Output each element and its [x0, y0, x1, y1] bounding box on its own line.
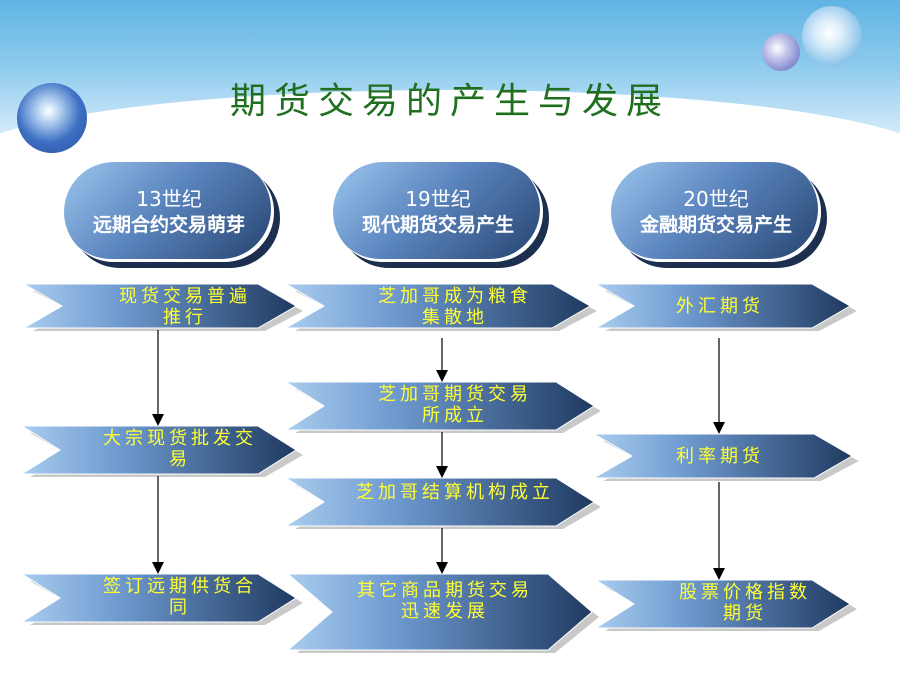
era-pill-13th-century: 13世纪 远期合约交易萌芽: [64, 162, 274, 262]
era-caption: 金融期货交易产生: [639, 214, 792, 236]
decorative-orb-left: [17, 83, 87, 153]
step-label: 股票价格指数期货: [679, 582, 811, 624]
era-year: 20世纪: [683, 187, 749, 211]
decorative-orb-right-small: [762, 33, 800, 71]
step-label: 现货交易普遍推行: [119, 286, 251, 328]
decorative-orb-right-large: [802, 6, 862, 66]
step-label: 芝加哥结算机构成立: [356, 482, 554, 503]
slide-title: 期货交易的产生与发展: [229, 81, 670, 122]
step-arrow: [592, 433, 859, 481]
step-arrow: [20, 573, 303, 625]
step-label: 利率期货: [676, 446, 764, 467]
era-caption: 现代期货交易产生: [361, 214, 514, 236]
step-arrow: [286, 573, 599, 653]
step-label: 大宗现货批发交易: [103, 428, 257, 470]
era-pill-19th-century: 19世纪 现代期货交易产生: [333, 162, 543, 262]
step-label: 外汇期货: [676, 296, 764, 317]
step-arrow: [594, 283, 857, 331]
step-label: 签订远期供货合同: [103, 576, 257, 618]
step-arrow: [20, 425, 303, 477]
step-arrow: [284, 283, 597, 331]
step-label: 其它商品期货交易迅速发展: [357, 580, 533, 622]
step-arrow: [284, 381, 601, 433]
era-pill-20th-century: 20世纪 金融期货交易产生: [611, 162, 821, 262]
step-arrow: [594, 579, 857, 631]
era-caption: 远期合约交易萌芽: [92, 214, 245, 236]
step-label: 芝加哥期货交易所成立: [378, 384, 532, 426]
step-arrow: [22, 283, 303, 331]
step-arrow: [284, 477, 601, 529]
era-year: 19世纪: [405, 187, 471, 211]
header-banner: [0, 0, 900, 210]
era-year: 13世纪: [136, 187, 202, 211]
step-label: 芝加哥成为粮食集散地: [378, 286, 532, 328]
